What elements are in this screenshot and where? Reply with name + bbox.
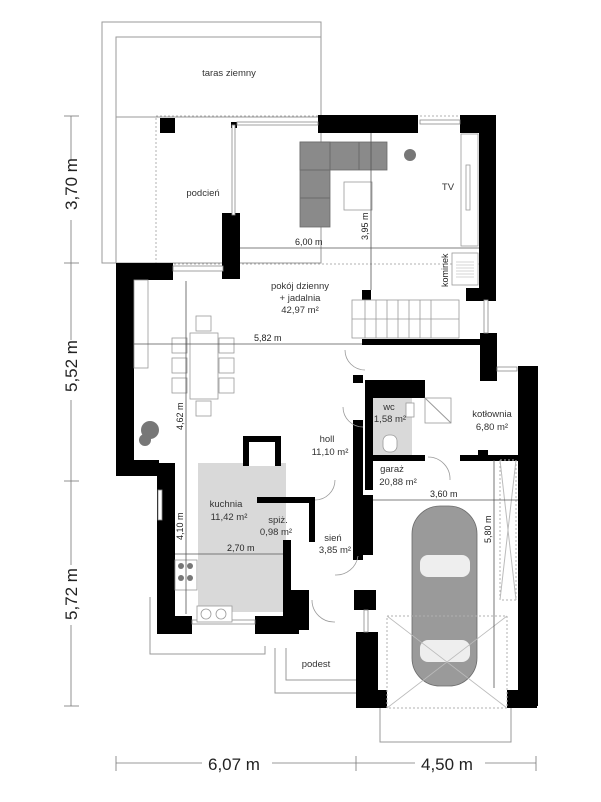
dim-dining-depth: 4,62 m xyxy=(175,402,185,430)
dim-garage-depth: 5,80 m xyxy=(483,515,493,543)
floor-tiles xyxy=(198,398,412,612)
room-living-name: pokój dzienny xyxy=(271,281,329,292)
room-podcien: podcień xyxy=(186,188,219,199)
terrace xyxy=(101,21,487,265)
dining-table-icon xyxy=(171,315,235,417)
podest-outline xyxy=(149,597,512,743)
room-living-area: 42,97 m² xyxy=(281,305,319,316)
fireplace-grill-icon xyxy=(456,261,474,278)
toilet-icon xyxy=(382,434,398,453)
dim-overall-h1: 6,07 m xyxy=(208,755,260,774)
wc-sink-icon xyxy=(405,402,415,418)
corner-sofa-icon xyxy=(299,141,388,228)
dim-dining-width: 5,82 m xyxy=(254,333,282,343)
room-living-name2: + jadalnia xyxy=(280,293,322,304)
plant-icon xyxy=(139,149,416,446)
dim-overall-h2: 4,50 m xyxy=(421,755,473,774)
walls xyxy=(116,115,538,708)
dim-kitchen-depth: 4,10 m xyxy=(175,512,185,540)
room-wc-area: 1,58 m² xyxy=(374,414,406,425)
dim-overall-v2: 5,52 m xyxy=(62,340,81,392)
room-kuchnia-name: kuchnia xyxy=(210,499,243,510)
coffee-table xyxy=(343,181,373,211)
car-icon xyxy=(411,505,478,687)
dim-overall-v3: 5,72 m xyxy=(62,568,81,620)
room-wc-name: wc xyxy=(382,402,395,413)
fireplace-icon xyxy=(451,252,479,286)
room-taras-ziemny: taras ziemny xyxy=(202,68,256,79)
stairs xyxy=(351,299,460,339)
dim-living-width: 6,00 m xyxy=(295,237,323,247)
tv-screen xyxy=(465,164,471,211)
room-sien-name: sień xyxy=(324,533,341,544)
room-podest: podest xyxy=(302,659,331,670)
room-kuchnia-area: 11,42 m² xyxy=(211,512,248,523)
dim-overall-v1: 3,70 m xyxy=(62,158,81,210)
sink-icon xyxy=(200,608,212,620)
kominek-label: kominek xyxy=(440,253,450,287)
dim-kitchen-width: 2,70 m xyxy=(227,543,255,553)
sideboard xyxy=(133,279,149,369)
room-spiz-area: 0,98 m² xyxy=(260,527,292,538)
garage-door xyxy=(386,615,508,709)
tv-label: TV xyxy=(442,182,455,193)
dim-garage-width: 3,60 m xyxy=(430,489,458,499)
room-kotlownia-name: kotłownia xyxy=(472,409,512,420)
dim-living-depth: 3,95 m xyxy=(360,212,370,240)
doors xyxy=(311,349,451,623)
room-garaz-area: 20,88 m² xyxy=(379,477,417,488)
room-garaz-name: garaż xyxy=(380,464,404,475)
room-holl-name: holl xyxy=(320,434,335,445)
room-spiz-name: spiż. xyxy=(268,515,288,526)
garage-rack xyxy=(499,459,517,601)
room-sien-area: 3,85 m² xyxy=(319,545,351,556)
kitchen-counters xyxy=(174,559,233,623)
inner-dimension-lines xyxy=(134,133,518,688)
cooktop-icon xyxy=(178,563,193,581)
room-holl-area: 11,10 m² xyxy=(312,447,349,458)
room-kotlownia-area: 6,80 m² xyxy=(476,422,508,433)
